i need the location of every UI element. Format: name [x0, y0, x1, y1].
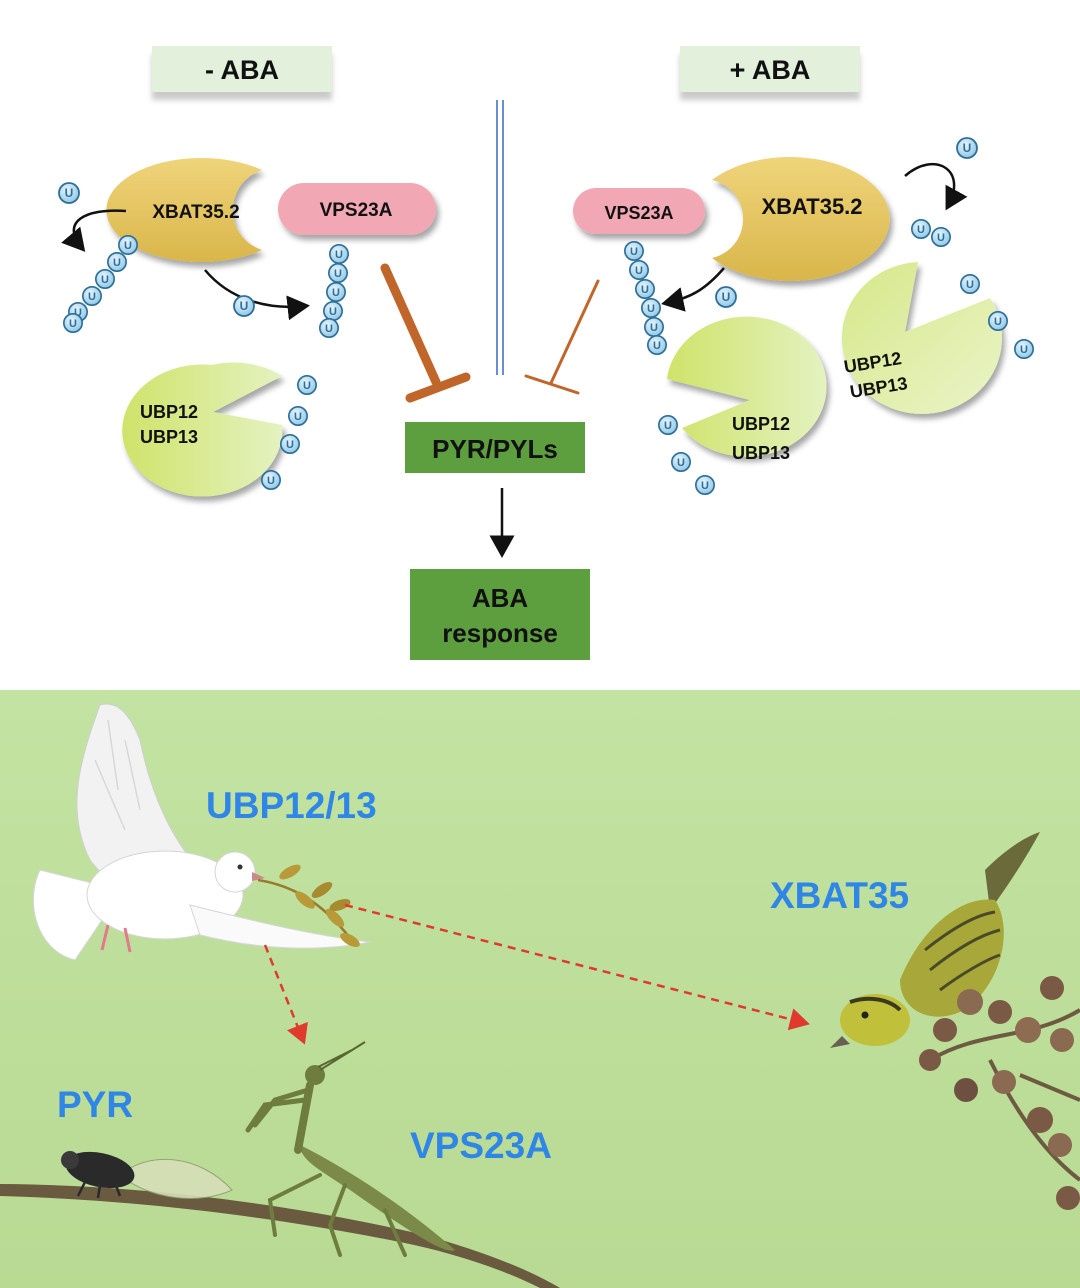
vps-right: [573, 188, 705, 234]
ubp-left-label-1: UBP12: [140, 402, 198, 422]
ubp-right-a-label-1: UBP12: [732, 414, 790, 434]
ubp-analogy-label: UBP12/13: [206, 785, 377, 826]
analogy-panel: UBP12/13 XBAT35 PYR VPS23A: [0, 690, 1080, 1288]
mantis-illustration: [245, 1041, 455, 1257]
ubiquitination-arrow-left: [61, 209, 127, 252]
ubp-right-b: [841, 262, 1002, 414]
minus-aba-label: - ABA: [205, 55, 279, 85]
vps-left: [278, 183, 436, 235]
ubiquitin-transfer-arrow-right: [661, 267, 725, 312]
ubp-right-a-label-2: UBP13: [732, 443, 790, 463]
aba-response-label-1: ABA: [472, 583, 529, 613]
mechanism-diagram: - ABA + ABA XBAT35.2 VPS23A: [58, 46, 1034, 660]
cicada-illustration: [61, 1151, 233, 1199]
pyr-analogy-label: PYR: [57, 1084, 133, 1125]
autoubiquitination-arrow-right: [904, 163, 968, 211]
pyr-pyls-label: PYR/PYLs: [432, 434, 558, 464]
inhibition-right: [524, 279, 600, 395]
plus-aba-header: + ABA: [680, 46, 860, 92]
vps-right-label: VPS23A: [604, 203, 673, 223]
xbat-analogy-label: XBAT35: [770, 875, 909, 916]
vps-analogy-label: VPS23A: [410, 1125, 552, 1166]
ubiquitin-icon: [715, 286, 737, 308]
berry-branch-illustration: [919, 976, 1080, 1210]
plus-aba-label: + ABA: [730, 55, 811, 85]
vps-left-label: VPS23A: [320, 200, 393, 221]
pyr-pyls-box: PYR/PYLs: [405, 422, 585, 473]
minus-aba-header: - ABA: [152, 46, 332, 92]
dashed-arrow-to-vps23a: [263, 944, 308, 1045]
xbat-right-label: XBAT35.2: [761, 194, 862, 219]
ubp-right-a: [667, 316, 827, 457]
branch: [0, 1184, 560, 1288]
ubiquitin-chain-xbat-left: [63, 235, 138, 333]
ubiquitin-transfer-arrow-left: [204, 269, 310, 321]
ubiquitin-icon: [58, 182, 80, 204]
inhibition-left: [380, 263, 471, 403]
aba-response-label-2: response: [442, 618, 558, 648]
dashed-arrow-to-xbat35: [344, 903, 810, 1031]
left-panel: XBAT35.2 VPS23A: [58, 158, 471, 497]
ubiquitin-chain-vps-right: [624, 241, 667, 355]
xbat-left-label: XBAT35.2: [152, 202, 239, 223]
ubp-left-label-2: UBP13: [140, 427, 198, 447]
ubp-left: [122, 362, 283, 497]
right-panel: XBAT35.2 VPS23A: [524, 137, 1034, 495]
aba-response-box: ABA response: [410, 569, 590, 660]
ubiquitin-chain-vps-left: [319, 244, 349, 338]
ubiquitin-chain-xbat-right: [911, 219, 951, 247]
xbat-right: [712, 157, 890, 282]
bird-illustration: [830, 832, 1040, 1048]
ubiquitin-icon: [956, 137, 978, 159]
center-divider: [496, 100, 504, 375]
ubiquitin-icon: [233, 295, 255, 317]
dove-illustration: [33, 703, 371, 961]
xbat-left: [106, 158, 262, 262]
